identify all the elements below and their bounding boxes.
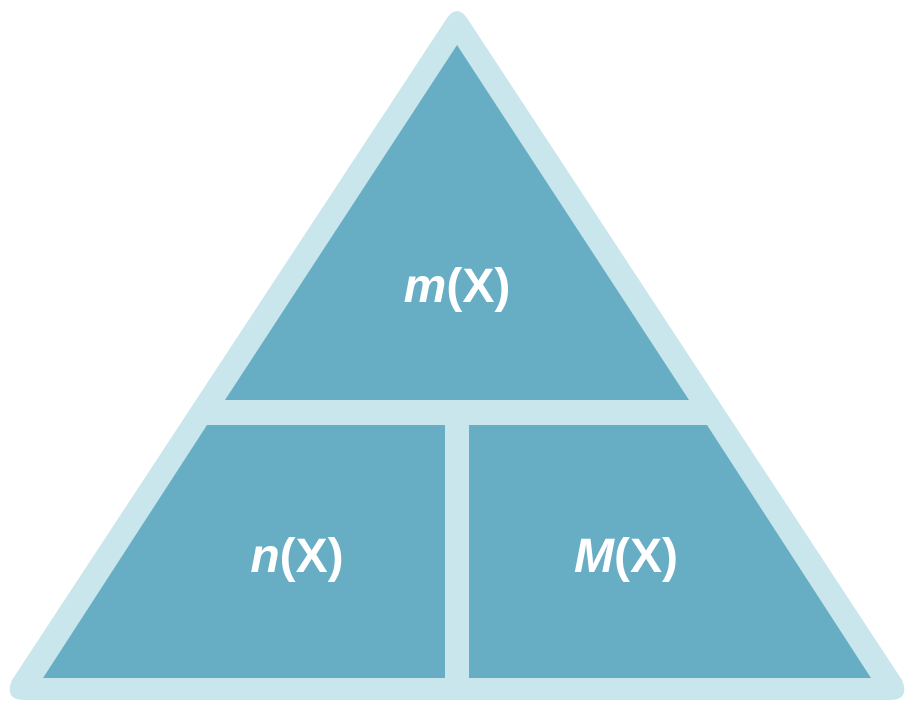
label-bottom-left: n(X) [250,530,343,583]
section-bottom-right [469,425,871,678]
label-bottom-right: M(X) [574,530,678,583]
label-top-var: m [404,260,447,313]
label-bottom-right-var: M [574,530,615,583]
section-bottom-left [43,425,445,678]
label-bottom-right-arg: (X) [614,530,678,583]
label-top: m(X) [404,260,511,313]
label-bottom-left-var: n [250,530,279,583]
label-top-arg: (X) [446,260,510,313]
section-top [225,45,689,400]
label-bottom-left-arg: (X) [280,530,344,583]
